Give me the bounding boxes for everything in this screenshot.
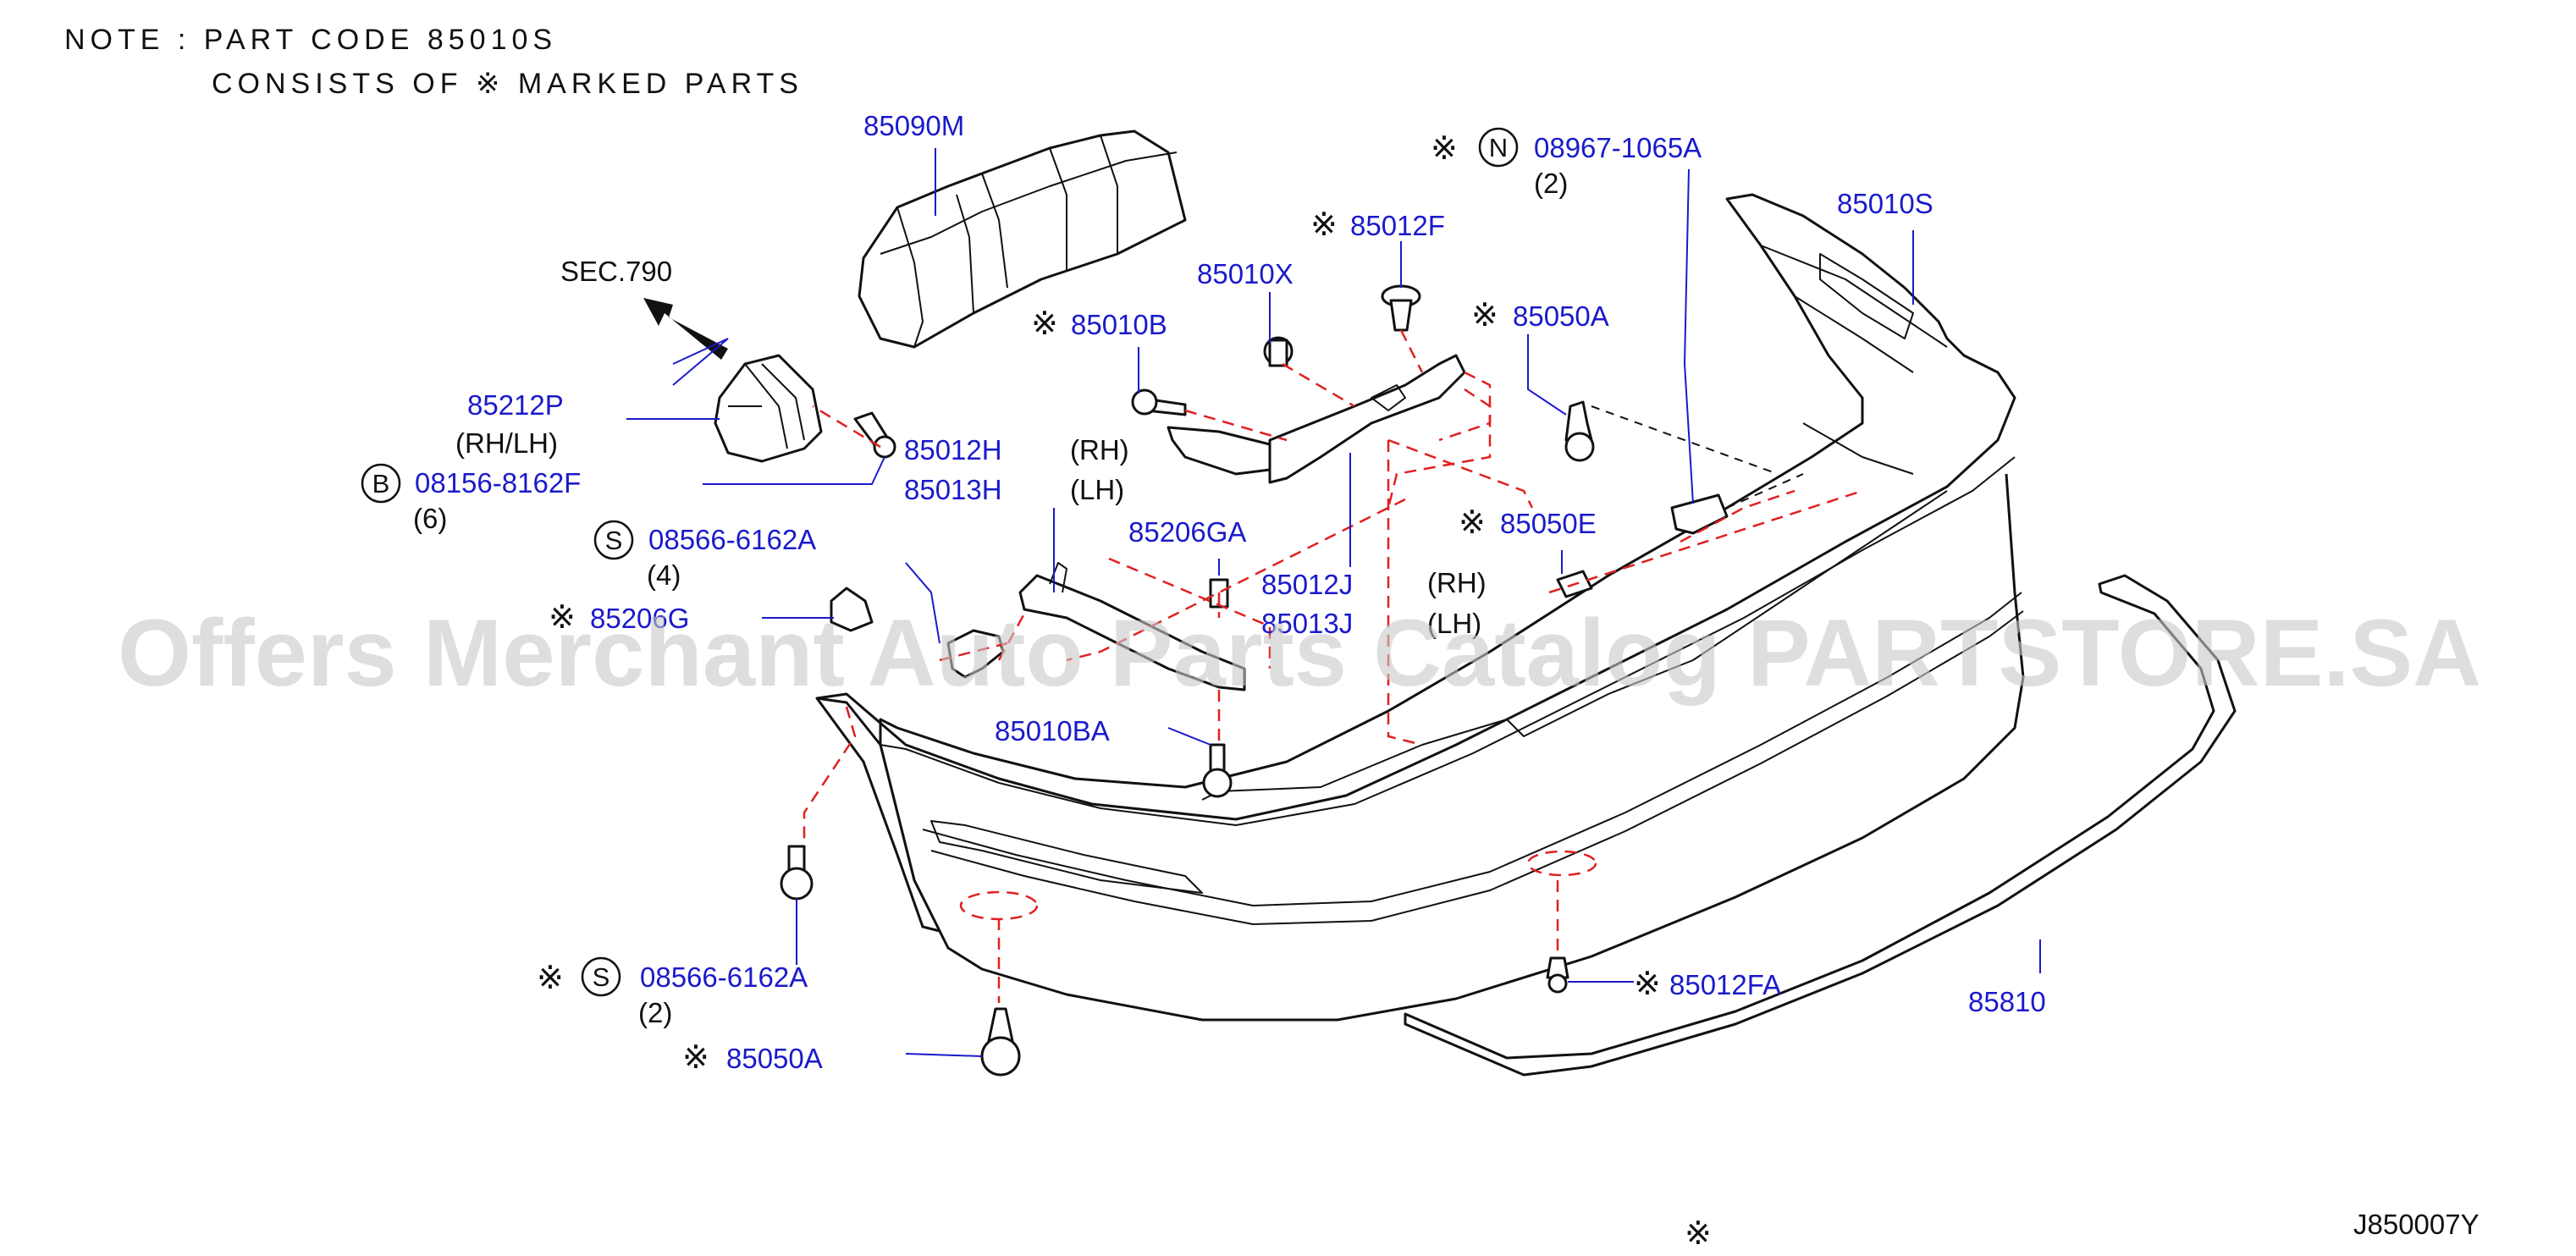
label-85013j-side: (LH) [1427,608,1481,639]
mark-85050a-bottom: ※ [682,1038,709,1076]
mark-85050e: ※ [1459,504,1486,541]
side-end-panel [815,697,941,933]
fastener-85010x [1263,336,1294,367]
mark-85206g: ※ [549,598,576,636]
fastener-85012f [1381,284,1421,332]
rear-sensor-bracket [714,354,823,463]
fastener-85050a-bottom [980,1007,1021,1077]
sec-790-label: SEC.790 [560,256,672,287]
label-85012h-side: (RH) [1070,434,1129,465]
label-85012f: 85012F [1350,210,1445,241]
label-85212p: 85212P [467,389,564,421]
circle-n-icon [1478,127,1519,168]
label-85010x: 85010X [1197,258,1294,289]
energy-absorber [858,129,1187,349]
circle-n-letter: N [1489,133,1508,163]
assembly-lines [803,329,1863,1003]
label-85010ba: 85010BA [995,715,1110,746]
bumper-stay-bracket [1167,354,1466,484]
circle-s-bottom-icon [581,956,621,997]
label-85212p-side: (RH/LH) [455,427,558,459]
circle-s-bottom-letter: S [593,962,610,992]
label-08566-6162a-bottom-qty: (2) [638,997,672,1028]
mark-85012f: ※ [1310,206,1338,243]
label-85012j: 85012J [1261,569,1353,600]
watermark: Offers Merchant Auto Parts Catalog PARTS… [118,600,2481,706]
label-85090m: 85090M [863,110,964,141]
label-85050e: 85050E [1500,508,1597,539]
label-85206ga: 85206GA [1128,516,1246,548]
fastener-85010b [1131,388,1187,416]
label-85013h-side: (LH) [1070,474,1124,505]
circle-b-icon [361,463,401,504]
label-85013h: 85013H [904,474,1002,505]
footer-mark: ※ [1685,1215,1712,1252]
label-08156-8162f: 08156-8162F [415,467,581,499]
sec-790-arrow [643,298,728,360]
mark-08967: ※ [1431,129,1458,167]
leader-lines [626,148,2041,1057]
mark-85012fa: ※ [1634,965,1661,1002]
label-08566-6162a-bottom: 08566-6162A [640,961,808,993]
label-08566-6162a-top: 08566-6162A [648,524,816,555]
label-85050a-top: 85050A [1513,300,1609,332]
fastener-85010ba [1202,743,1233,798]
label-08967-1065a: 08967-1065A [1534,132,1702,163]
fastener-85050a-top [1564,400,1595,462]
label-85012j-side: (RH) [1427,567,1487,598]
mark-85010b: ※ [1031,305,1058,342]
label-85010b: 85010B [1071,309,1167,340]
mark-08566-bottom: ※ [537,959,564,996]
label-85010s: 85010S [1837,188,1933,219]
label-85013j: 85013J [1261,608,1353,639]
circle-s-top-letter: S [605,526,623,555]
bumper-fascia [816,193,2025,1022]
circle-b-letter: B [372,469,390,499]
diagram-code: J850007Y [2353,1209,2479,1240]
fastener-screw-bottom [780,845,814,901]
note-line-2: CONSISTS OF ※ MARKED PARTS [212,68,803,100]
fastener-85012fa [1546,956,1569,994]
fastener-bolt-85212p [853,411,896,459]
label-08156-8162f-qty: (6) [413,503,447,534]
label-85050a-bottom: 85050A [726,1043,823,1074]
bumper-molding [1404,574,2237,1077]
mark-85050a-top: ※ [1471,296,1498,333]
bumper-side-retainer [946,629,1005,679]
circle-s-top-icon [593,520,634,560]
label-08566-6162a-top-qty: (4) [647,559,681,591]
label-85012h: 85012H [904,434,1002,465]
label-85206g: 85206G [590,603,689,634]
note-line-1: NOTE : PART CODE 85010S [64,24,557,56]
fastener-clip-08967 [1670,493,1729,535]
label-08967-1065a-qty: (2) [1534,168,1568,199]
fastener-85206g [830,587,874,632]
label-85012fa: 85012FA [1669,969,1781,1000]
label-85810: 85810 [1968,986,2046,1017]
